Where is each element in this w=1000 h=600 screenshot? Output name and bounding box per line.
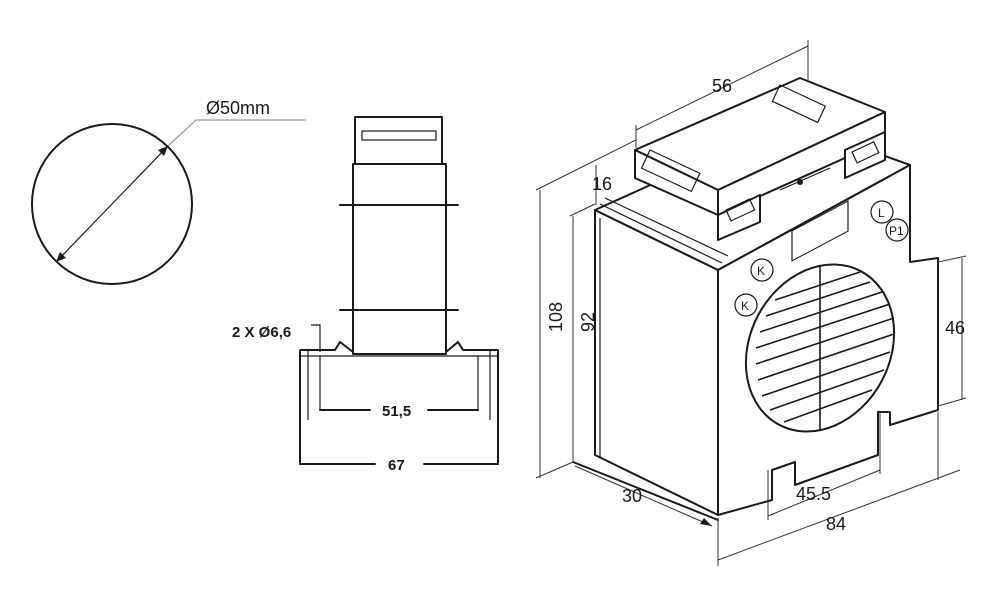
terminal-mark-p1-circle <box>885 218 909 242</box>
dim-45-5-line <box>767 469 881 517</box>
iso-window-hatch <box>755 266 895 430</box>
terminal-mark-l-circle <box>870 200 894 224</box>
dim-56-label: 56 <box>712 76 732 96</box>
dim-108-ext-top <box>535 139 637 191</box>
isometric-view: K K L P1 56 16 <box>535 40 967 566</box>
diameter-leader-line <box>167 119 306 147</box>
outer-width-label: 67 <box>388 457 405 474</box>
terminal-mark-k1-circle <box>750 258 774 282</box>
terminal-mark-l: L <box>878 206 885 220</box>
side-view: 2 X Ø6,6 51,5 67 <box>232 116 499 474</box>
diameter-arrowhead-bottom <box>56 252 66 262</box>
top-terminal-slot <box>361 130 437 141</box>
holes-leader <box>311 324 321 352</box>
dim-108-ext-bottom <box>535 461 574 479</box>
iso-bottom-left-edge <box>572 461 719 521</box>
iso-top-face-stripe-2 <box>604 197 729 257</box>
dim-92-ext-top <box>569 203 596 217</box>
iso-terminal-assembly <box>634 77 886 241</box>
dim-45-5-label: 45.5 <box>796 484 831 504</box>
dim-56-line <box>635 45 809 131</box>
terminal-mark-k2-circle <box>734 293 758 317</box>
iso-label-plate <box>791 200 849 262</box>
dim-46-ext-bottom <box>937 397 967 407</box>
iso-top-face-stripe-1 <box>599 203 723 264</box>
dim-30-arrow <box>700 518 712 526</box>
side-body <box>352 163 447 355</box>
terminal-mark-p1: P1 <box>889 224 904 238</box>
inner-width-label: 51,5 <box>382 403 411 420</box>
dim-30-line <box>574 465 713 527</box>
dim-84-line <box>717 469 961 561</box>
holes-label: 2 X Ø6,6 <box>232 324 291 341</box>
dim-46-ext-top <box>937 255 967 263</box>
dim-108-label: 108 <box>546 302 566 332</box>
circle-view: Ø50mm <box>31 98 306 285</box>
diameter-label: Ø50mm <box>206 98 270 118</box>
base-flange-right <box>445 341 499 465</box>
dim-84-label: 84 <box>826 514 846 534</box>
base-flange-left <box>299 341 354 465</box>
diameter-arrowhead-top <box>158 146 168 156</box>
aperture-circle <box>31 123 193 285</box>
dim-92-label: 92 <box>578 312 598 332</box>
dim-46-label: 46 <box>945 318 965 338</box>
dim-30-label: 30 <box>622 486 642 506</box>
dim-16-label: 16 <box>592 174 612 194</box>
terminal-mark-k1: K <box>757 264 765 278</box>
terminal-mark-k2: K <box>741 299 749 313</box>
diameter-arrow-line <box>55 145 169 263</box>
